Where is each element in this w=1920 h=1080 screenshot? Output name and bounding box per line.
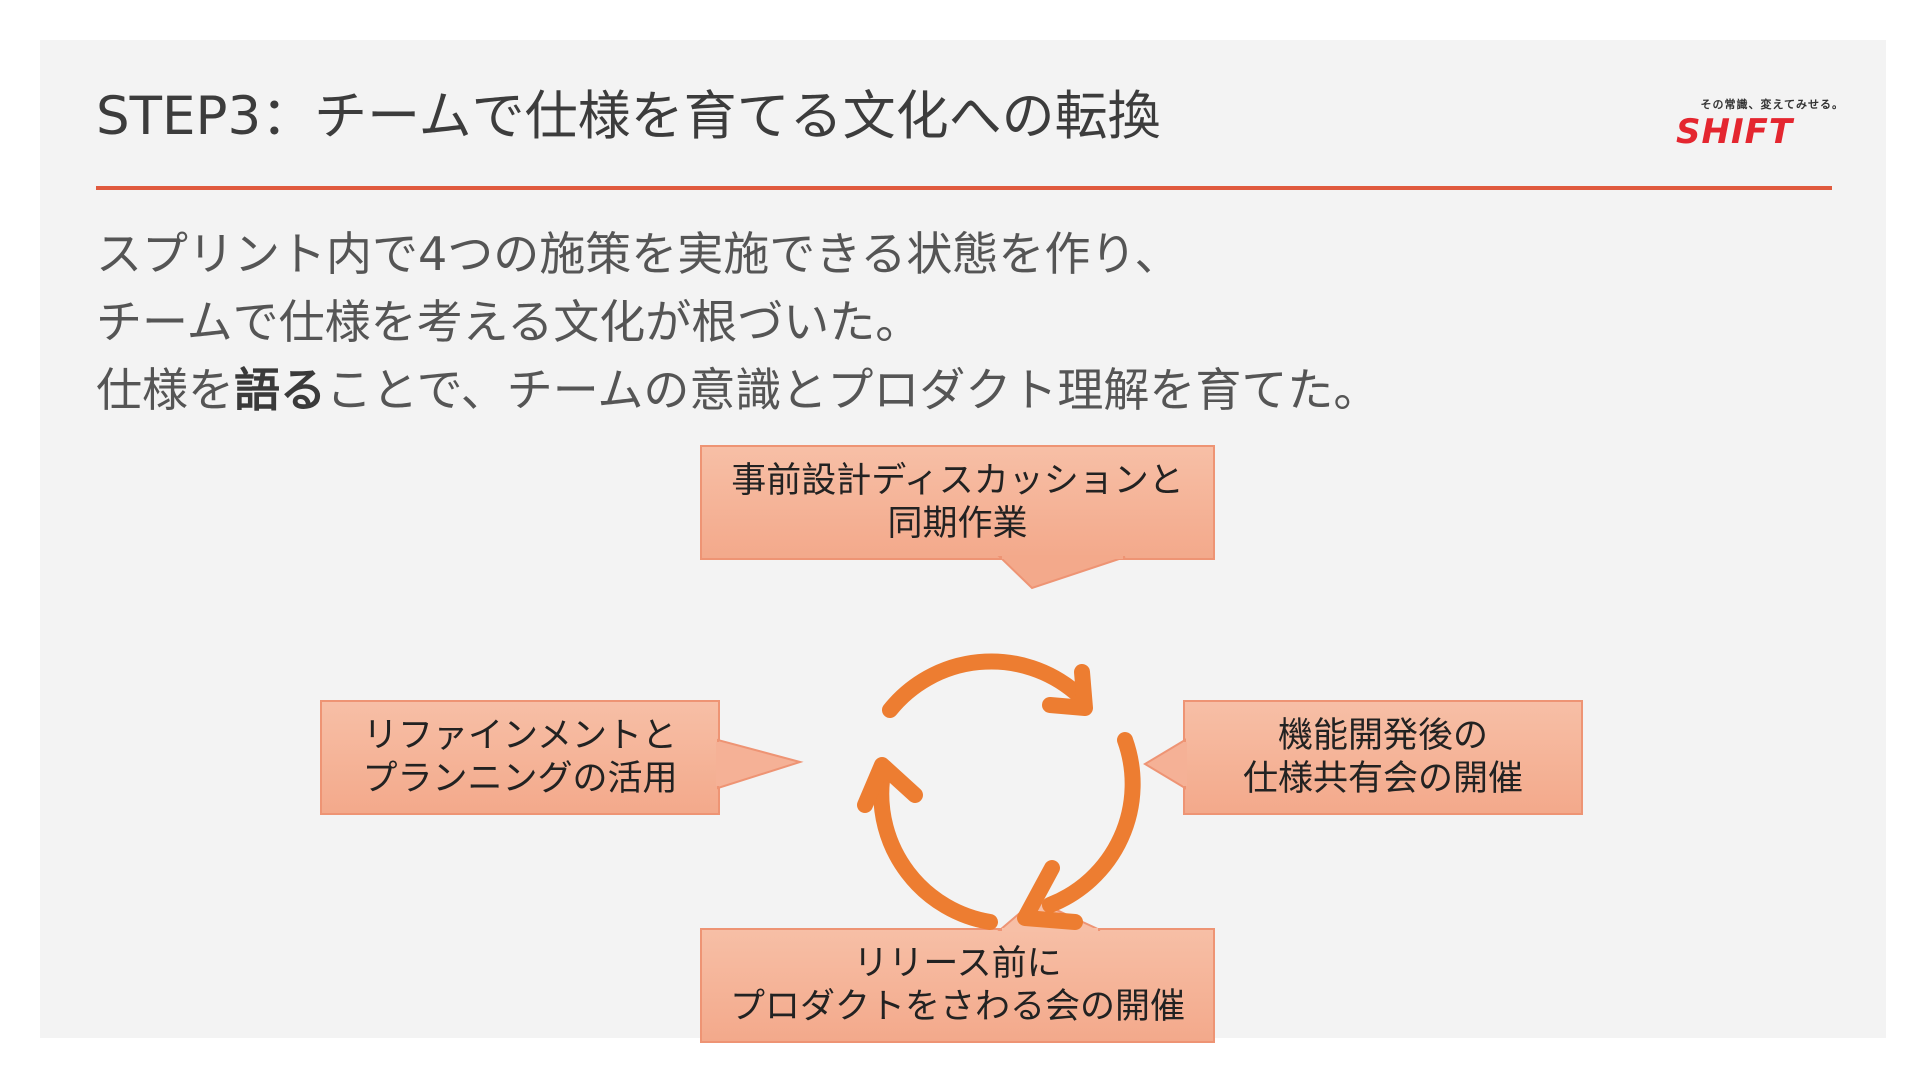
cycle-arrowhead-right [1017, 860, 1083, 930]
summary-line-2: チームで仕様を考える文化が根づいた。 [96, 295, 922, 349]
callout-left: リファインメントと プランニングの活用 [320, 700, 720, 815]
cycle-arrow-right [1042, 732, 1141, 913]
summary-line-3: 仕様を語ることで、チームの意識とプロダクト理解を育てた。 [96, 356, 1379, 424]
callout-top-line-2: 同期作業 [887, 503, 1028, 544]
cycle-arrowhead-bottom [857, 757, 923, 813]
summary-line-1: スプリント内で4つの施策を実施できる状態を作り、 [96, 227, 1181, 281]
callout-bottom-line-1: リリース前に [853, 943, 1062, 984]
callout-right-line-1: 機能開発後の [1277, 715, 1488, 756]
callout-top-line-1: 事前設計ディスカッションと [731, 460, 1184, 501]
logo-wordmark: SHIFT [1676, 112, 1794, 152]
callout-left-line-1: リファインメントと [363, 715, 677, 756]
callout-right-line-2: 仕様共有会の開催 [1242, 758, 1523, 799]
callout-bottom-line-2: プロダクトをさわる会の開催 [729, 986, 1185, 1027]
cycle-arrow-bottom [873, 772, 998, 930]
callout-bottom: リリース前に プロダクトをさわる会の開催 [700, 928, 1215, 1043]
callout-top-tail [997, 556, 1126, 590]
callout-left-tail [717, 738, 804, 790]
cycle-arrow-top [882, 653, 1083, 718]
summary-text: スプリント内で4つの施策を実施できる状態を作り、 チームで仕様を考える文化が根づ… [96, 220, 1379, 424]
company-logo: その常識、変えてみせる。 SHIFT [1674, 96, 1844, 154]
summary-line-3-post: ことで、チームの意識とプロダクト理解を育てた。 [326, 363, 1380, 417]
slide: STEP3：チームで仕様を育てる文化への転換 その常識、変えてみせる。 SHIF… [40, 40, 1886, 1043]
cycle-arrowhead-top [1042, 664, 1093, 716]
page-title: STEP3：チームで仕様を育てる文化への転換 [96, 86, 1161, 147]
summary-line-3-pre: 仕様を [96, 363, 234, 417]
summary-line-3-emphasis: 語る [234, 363, 326, 417]
cycle-arrows-icon [857, 653, 1141, 930]
callout-right: 機能開発後の 仕様共有会の開催 [1183, 700, 1583, 815]
callout-top: 事前設計ディスカッションと 同期作業 [700, 445, 1215, 560]
logo-tagline: その常識、変えてみせる。 [1700, 98, 1844, 111]
callout-left-line-2: プランニングの活用 [362, 758, 678, 799]
title-divider [96, 186, 1832, 190]
